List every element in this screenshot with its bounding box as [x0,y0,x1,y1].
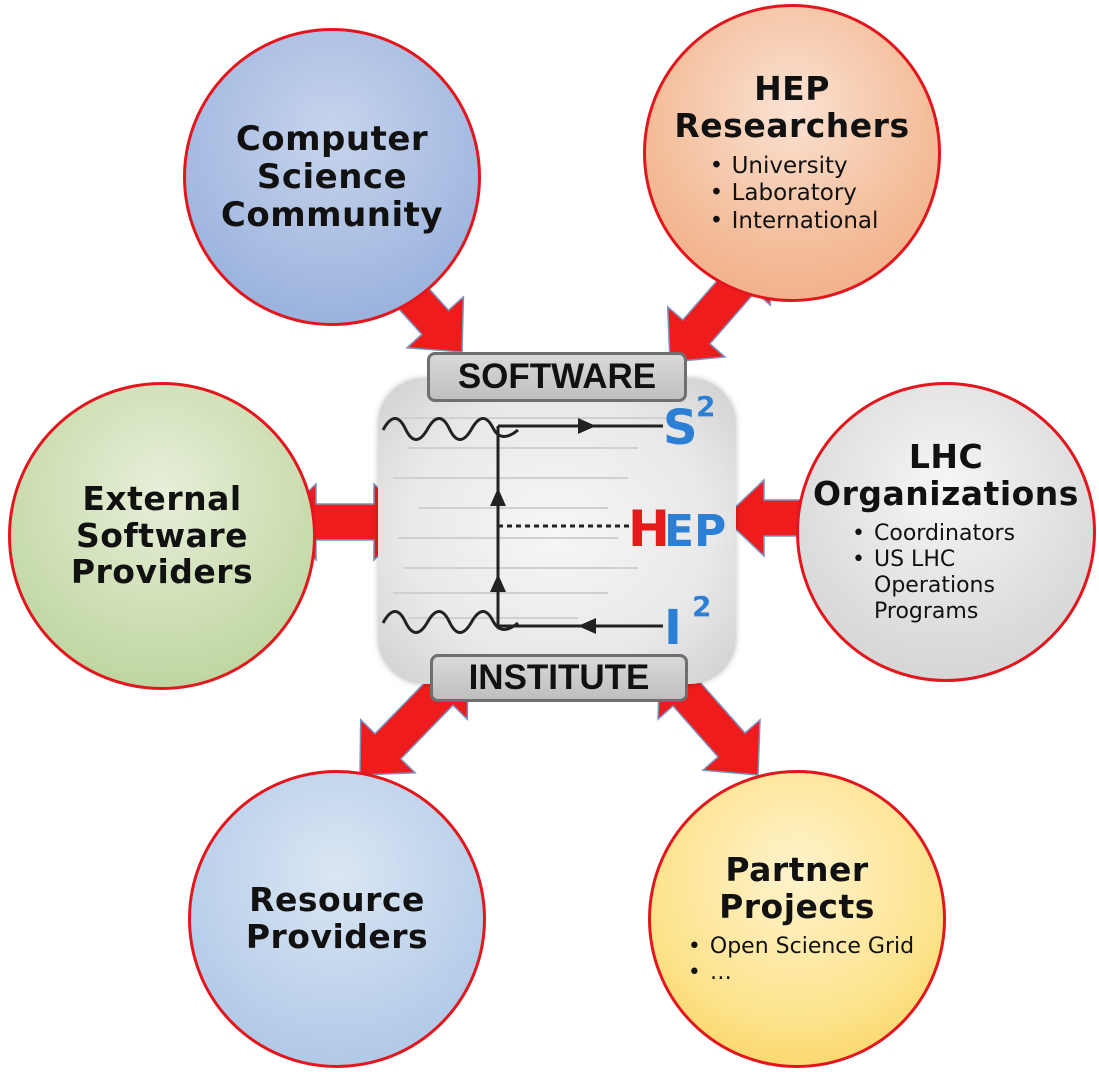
title-line: Organizations [813,474,1079,514]
title-line: Providers [245,917,429,956]
circle-title: Partner Projects [719,850,875,927]
i2-exponent: 2 [692,590,711,623]
list-item: International [706,208,879,235]
circle-title: Resource Providers [245,880,429,956]
i2-label: I [664,600,682,656]
circle-partner-projects: Partner Projects Open Science Grid … [648,770,946,1068]
circle-title: External Software Providers [70,478,254,592]
circle-title: LHC Organizations [813,437,1079,514]
title-line: Projects [719,887,875,927]
arrowhead-icon [490,488,506,506]
title-line: Community [220,195,444,236]
s2-label: S [663,400,698,456]
title-line: LHC [908,437,984,477]
title-line: Resource [249,880,425,920]
title-line: Computer [235,118,429,159]
photon-line-top [381,417,519,441]
title-line: HEP [754,69,830,109]
bullet-list: Coordinators US LHC Operations Programs [848,521,1064,625]
arrowhead-icon [578,618,596,634]
s2i2-hep-logo: S 2 H EP I 2 [378,378,736,684]
title-line: Researchers [674,106,910,146]
bullet-list: University Laboratory International [706,153,879,235]
circle-title: Computer Science Community [221,120,443,234]
photon-line-bottom [381,610,519,634]
list-item: Coordinators [848,521,1064,547]
title-line: Partner [725,850,869,890]
feynman-diagram-icon: S 2 H EP I 2 [381,390,726,656]
title-line: Software [76,515,248,555]
bullet-list: Open Science Grid … [684,934,914,986]
software-label: SOFTWARE [427,352,687,402]
circle-hep-researchers: HEP Researchers University Laboratory In… [643,4,941,302]
list-item: Open Science Grid [684,934,914,960]
circle-external-software-providers: External Software Providers [8,382,316,690]
list-item: … [684,960,914,986]
arrowhead-icon [490,574,506,592]
institute-label: INSTITUTE [430,654,688,702]
list-item: Laboratory [706,180,879,207]
circle-computer-science-community: Computer Science Community [183,28,481,326]
arrowhead-icon [578,418,596,434]
circle-title: HEP Researchers [674,69,910,146]
hep-h-label: H [628,500,670,558]
circle-lhc-organizations: LHC Organizations Coordinators US LHC Op… [796,382,1096,682]
title-line: External [82,478,242,518]
title-line: Science [256,156,408,197]
hep-ep-label: EP [664,506,726,557]
s2-exponent: 2 [696,390,715,423]
circle-resource-providers: Resource Providers [188,770,486,1068]
code-texture [393,417,678,619]
list-item: University [706,153,879,180]
list-item: US LHC Operations Programs [848,547,1064,625]
title-line: Providers [70,552,254,592]
